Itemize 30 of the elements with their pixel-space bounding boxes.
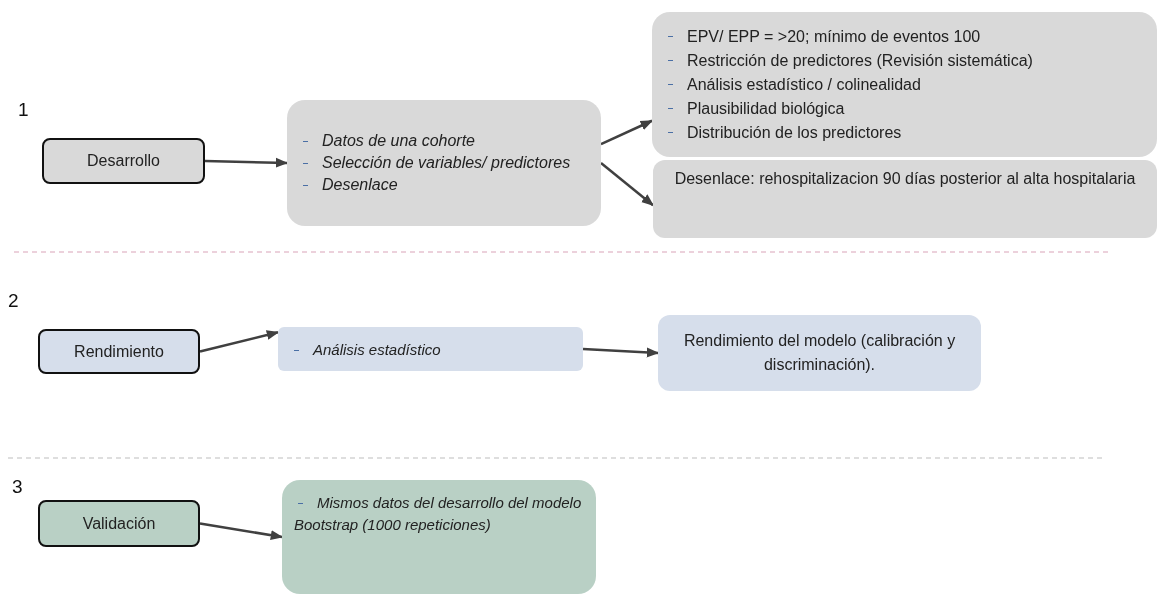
list-item: Desenlace [322,175,398,195]
list-item: Distribución de los predictores [687,122,902,143]
arrow [582,347,660,358]
arrow [600,119,654,146]
arrow [199,330,280,353]
stage-box [42,138,205,184]
list-item: Análisis estadístico / colinealidad [687,74,921,95]
node-label: Desarrollo [87,151,160,171]
step-number: 3 [12,475,23,499]
list-item: Bootstrap (1000 repeticiones) [294,515,491,535]
list-item: Datos de una cohorte [322,131,475,151]
list-item: Análisis estadístico [313,340,441,360]
result-box [658,315,981,391]
arrow [199,522,284,541]
arrow [204,157,289,168]
list-item: Selección de variables/ predictores [322,153,571,173]
node-label: Rendimiento del modelo (calibración y discriminación). [682,331,957,375]
stage-box [38,329,200,374]
step-number: 1 [18,98,29,122]
list-item: Plausibilidad biológica [687,98,845,119]
arrow [600,162,654,207]
list-item: EPV/ EPP = >20; mínimo de eventos 100 [687,26,981,47]
list-item: Mismos datos del desarrollo del modelo [317,493,582,513]
outcome-box [653,160,1157,238]
list-item: Restricción de predictores (Revisión sistemática) [687,50,1033,71]
node-label: Validación [82,513,156,534]
node-label: Desenlace: rehospitalizacion 90 días posterior al alta hospitalaria [674,169,1136,189]
node-label: Rendimiento [74,341,164,362]
step-number: 2 [8,289,19,313]
stage-box [38,500,200,547]
